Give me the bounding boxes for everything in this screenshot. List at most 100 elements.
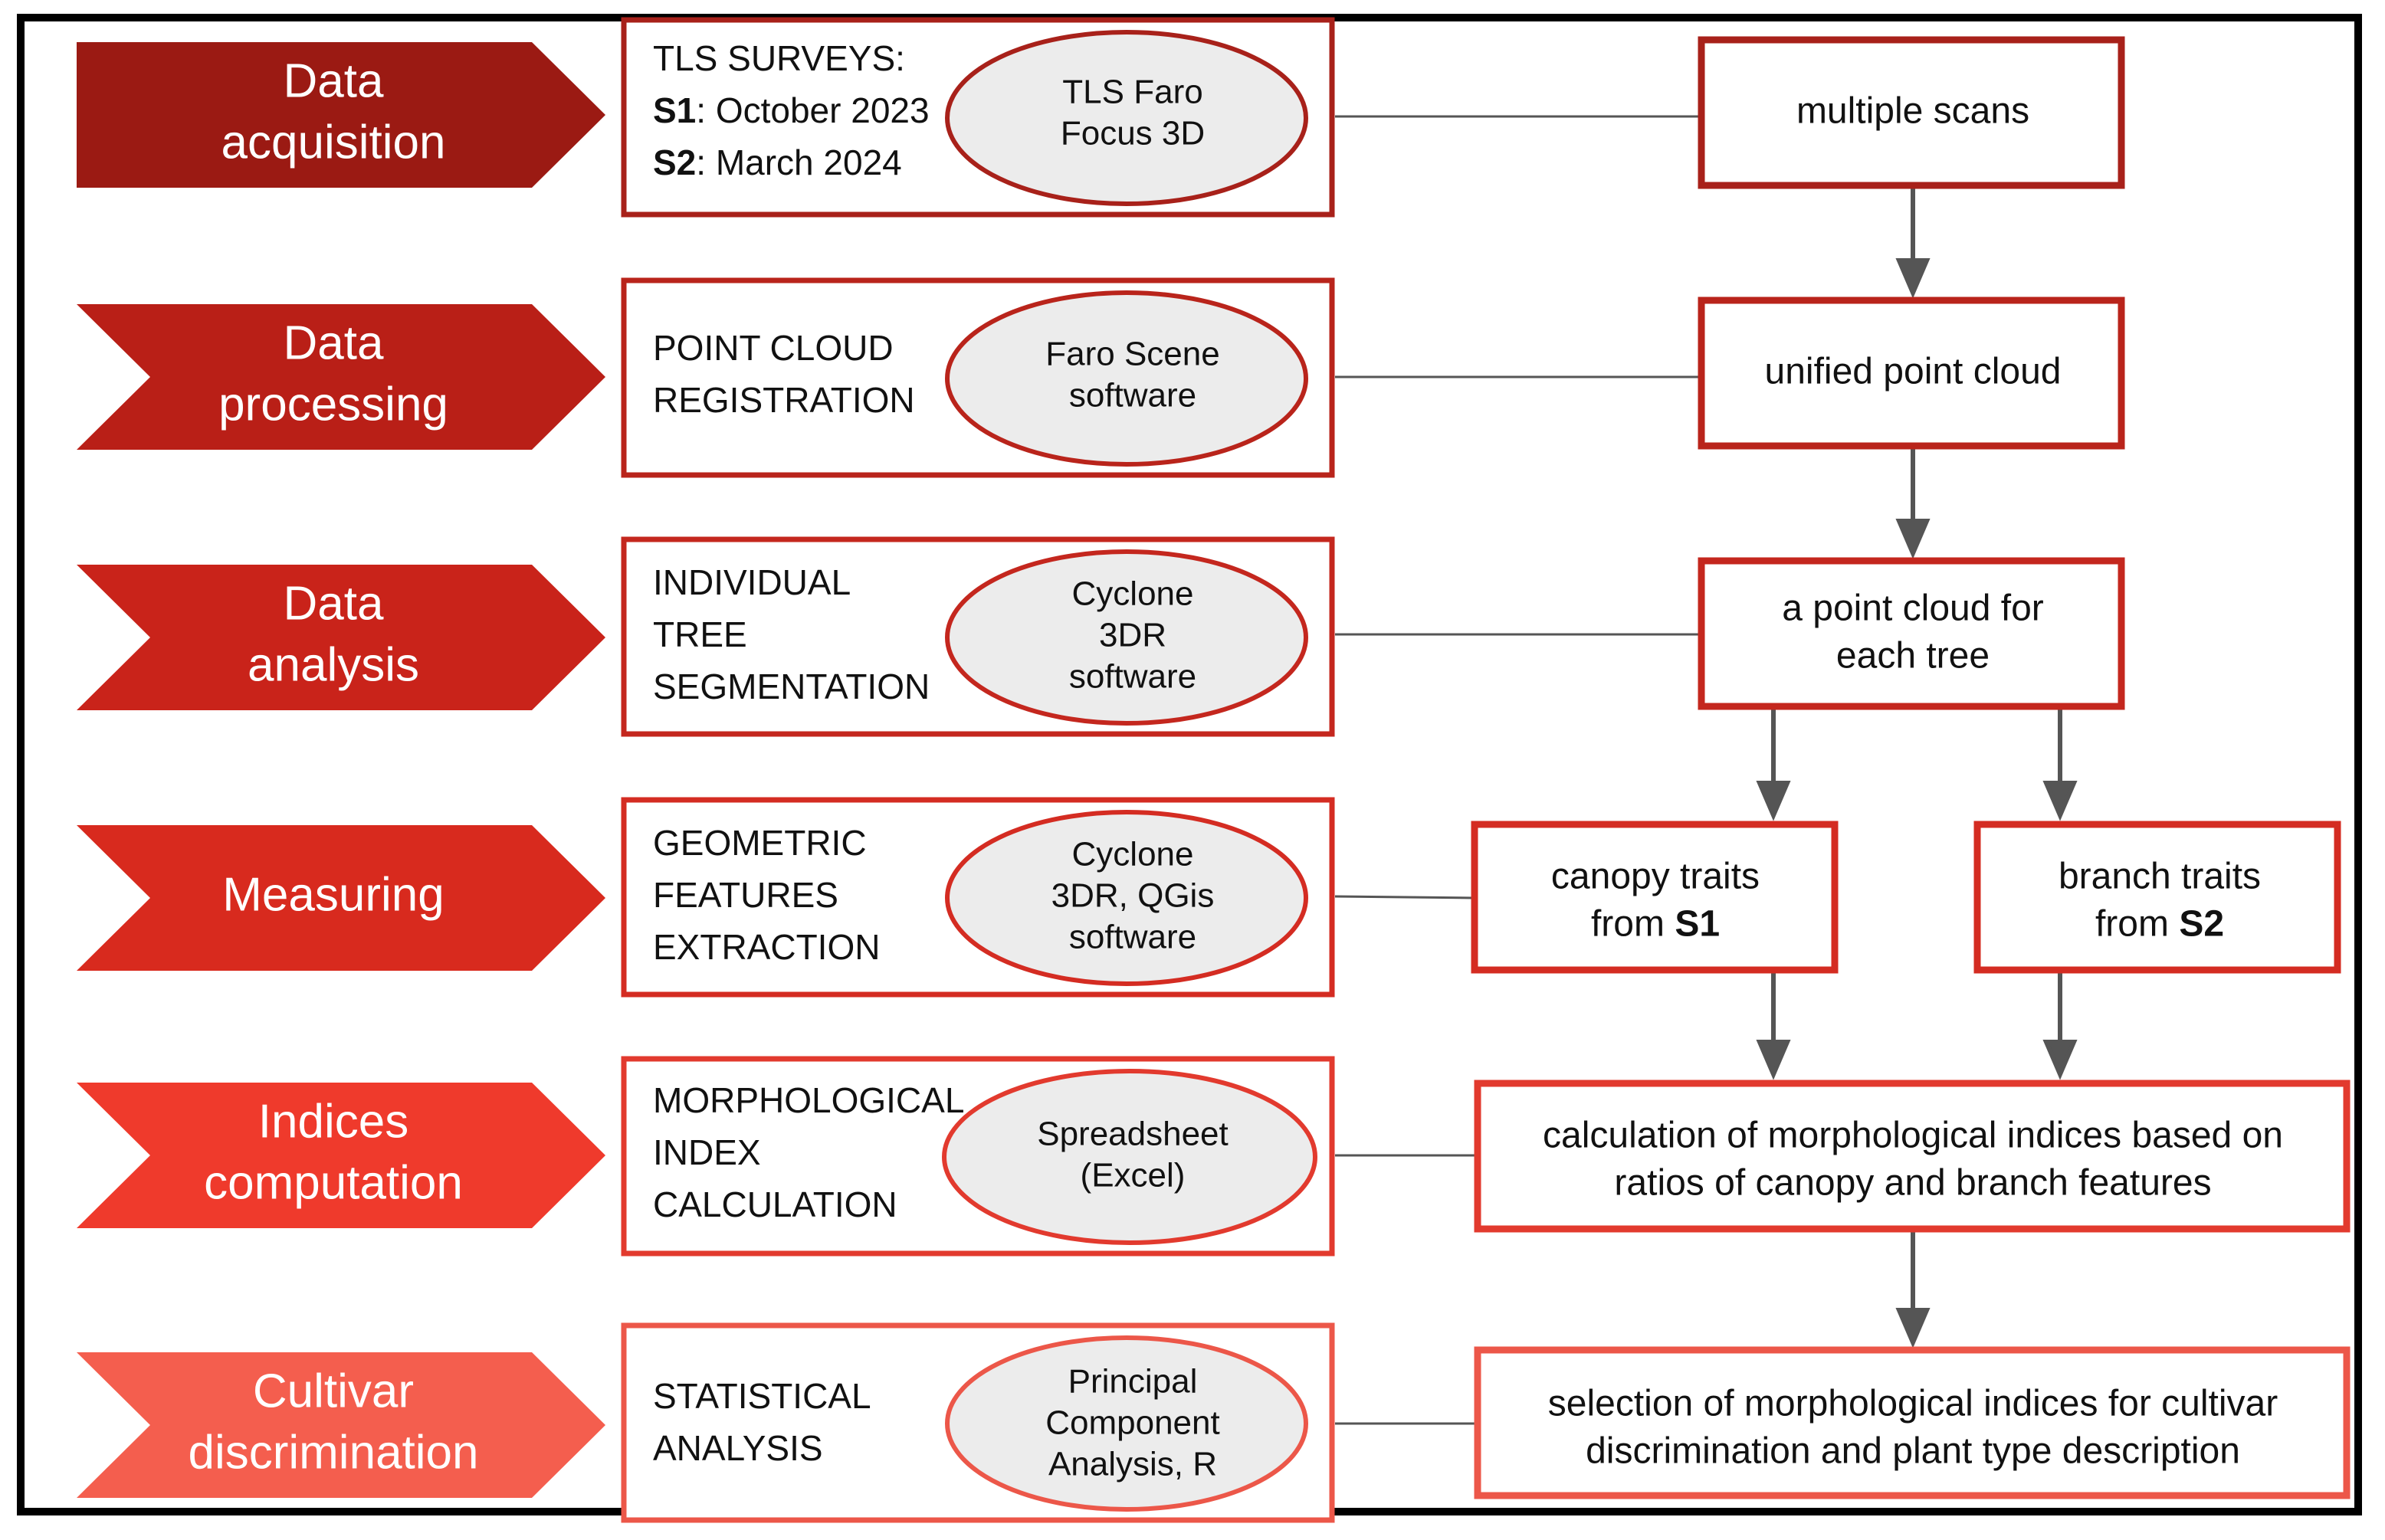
text-segment: TLS SURVEYS: <box>653 38 905 78</box>
text-segment: Indices <box>258 1095 408 1148</box>
stage-label: Data analysis <box>248 577 419 691</box>
tool-ellipse-cyclone-qgis <box>945 810 1308 986</box>
stage-arrow-shape <box>77 825 605 971</box>
text-line: a point cloud for <box>1782 588 2044 629</box>
text-segment: 3DR <box>1099 617 1166 654</box>
text-segment: computation <box>204 1156 463 1209</box>
text-segment: Focus 3D <box>1061 115 1205 152</box>
stage-arrow-measuring: Measuring <box>77 825 605 971</box>
text-line: calculation of morphological indices bas… <box>1543 1116 2283 1156</box>
output-box-canopy-traits <box>1471 821 1839 974</box>
flow-arrowhead <box>1895 258 1931 299</box>
text-line: POINT CLOUD <box>653 328 894 368</box>
text-segment: TLS Faro <box>1062 74 1202 111</box>
text-line: from S2 <box>2095 904 2224 945</box>
text-line: S1: October 2023 <box>653 90 930 130</box>
text-line: TLS SURVEYS: <box>653 38 905 78</box>
text-line: unified point cloud <box>1765 352 2062 392</box>
text-segment: INDEX <box>653 1132 761 1172</box>
tool-ellipse-tls-faro <box>945 30 1308 206</box>
text-segment: Measuring <box>222 868 444 921</box>
text-line: EXTRACTION <box>653 927 880 967</box>
text-segment: SEGMENTATION <box>653 667 930 706</box>
text-line: ratios of canopy and branch features <box>1614 1163 2211 1204</box>
text-segment: processing <box>218 378 448 431</box>
connector-line <box>1334 895 1475 899</box>
text-line: Focus 3D <box>1061 115 1205 152</box>
text-segment: TREE <box>653 614 747 654</box>
text-line: MORPHOLOGICAL <box>653 1080 964 1120</box>
text-segment: Component <box>1045 1404 1219 1442</box>
text-line: analysis <box>248 638 419 691</box>
text-segment: Cyclone <box>1072 836 1194 873</box>
text-line: Measuring <box>222 868 444 921</box>
stage-arrow-shape <box>77 304 605 450</box>
text-segment: unified point cloud <box>1765 352 2062 392</box>
text-segment: selection of morphological indices for c… <box>1548 1384 2278 1424</box>
output-boxes: multiple scans unified point cloud a poi… <box>1471 36 2351 1499</box>
text-line: CALCULATION <box>653 1184 897 1224</box>
text-line: INDEX <box>653 1132 761 1172</box>
text-segment: software <box>1069 658 1196 696</box>
text-segment: Principal <box>1068 1363 1198 1401</box>
stage-arrow-shape <box>77 1352 605 1498</box>
text-line: GEOMETRIC <box>653 823 867 863</box>
text-line: computation <box>204 1156 463 1209</box>
text-segment: discrimination <box>188 1426 478 1479</box>
flow-arrowhead <box>1756 781 1791 821</box>
method-text: STATISTICAL ANALYSIS <box>653 1376 871 1468</box>
text-segment: : October 2023 <box>696 90 929 130</box>
text-line: TLS Faro <box>1062 74 1202 111</box>
stage-arrow-shape <box>77 42 605 188</box>
flow-arrowhead <box>1756 1040 1791 1080</box>
output-text: unified point cloud <box>1765 352 2062 392</box>
stage-arrow-data-processing: Data processing <box>77 304 605 450</box>
text-segment: branch traits <box>2059 857 2261 897</box>
text-segment: Spreadsheet <box>1037 1116 1229 1153</box>
text-line: Cultivar <box>253 1365 414 1417</box>
text-line: SEGMENTATION <box>653 667 930 706</box>
text-line: software <box>1069 658 1196 696</box>
text-line: selection of morphological indices for c… <box>1548 1384 2278 1424</box>
diagram-frame <box>17 14 2362 1515</box>
stage-arrow-indices-computation: Indices computation <box>77 1083 605 1228</box>
text-line: TREE <box>653 614 747 654</box>
text-segment: ANALYSIS <box>653 1428 823 1468</box>
text-segment: STATISTICAL <box>653 1376 871 1416</box>
stage-arrow-cultivar-discrimination: Cultivar discrimination <box>77 1352 605 1498</box>
flow-arrowhead <box>1895 1308 1931 1348</box>
text-line: Data <box>284 316 384 369</box>
text-segment: S1 <box>1675 904 1720 945</box>
method-text: MORPHOLOGICAL INDEX CALCULATION <box>653 1080 964 1224</box>
text-line: canopy traits <box>1551 857 1760 897</box>
text-line: software <box>1069 377 1196 414</box>
stage-label: Measuring <box>222 868 444 921</box>
text-segment: Cultivar <box>253 1365 414 1417</box>
text-line: software <box>1069 919 1196 956</box>
output-box-selection-indices <box>1474 1346 2351 1499</box>
text-line: 3DR <box>1099 617 1166 654</box>
text-segment: EXTRACTION <box>653 927 880 967</box>
output-text: selection of morphological indices for c… <box>1548 1384 2278 1472</box>
stage-arrows: Data acquisition Data processing Data analy… <box>77 42 605 1498</box>
output-box-tree-point-cloud <box>1698 557 2125 710</box>
text-segment: acquisition <box>221 116 446 169</box>
text-line: FEATURES <box>653 875 838 915</box>
stage-arrow-shape <box>77 565 605 710</box>
text-segment: CALCULATION <box>653 1184 897 1224</box>
stage-arrow-shape <box>77 1083 605 1228</box>
text-segment: from <box>1591 904 1675 945</box>
output-box-unified-point-cloud <box>1698 297 2125 450</box>
text-segment: Analysis, R <box>1048 1446 1217 1483</box>
output-text: branch traits from S2 <box>2059 857 2261 945</box>
text-line: acquisition <box>221 116 446 169</box>
text-line: Data <box>284 577 384 630</box>
text-segment: MORPHOLOGICAL <box>653 1080 964 1120</box>
